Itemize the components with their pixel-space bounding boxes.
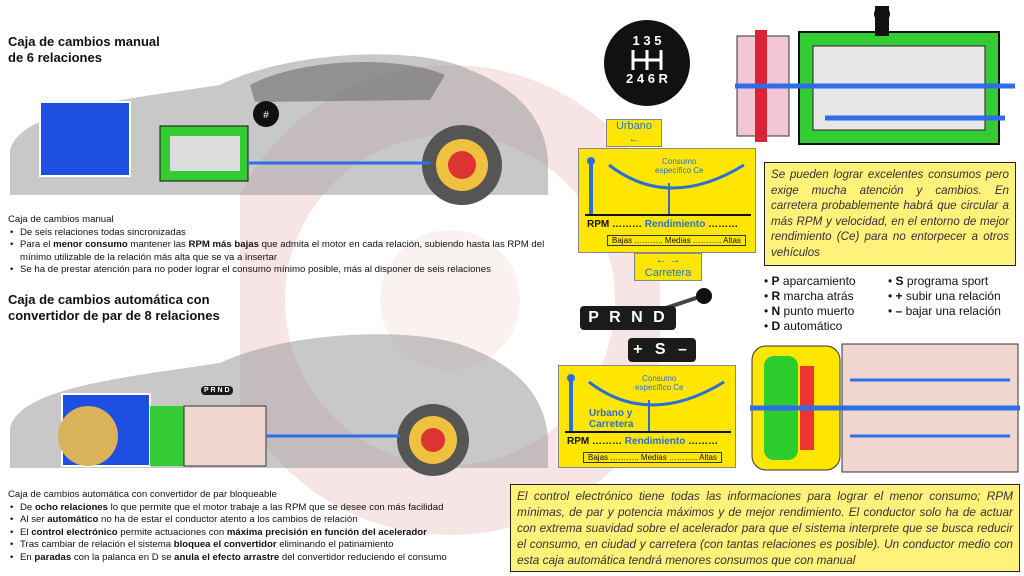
gauge-automatic: Consumo específico Ce Urbano y Carretera…	[558, 365, 736, 468]
legend-item: • D automático	[764, 319, 843, 333]
manual-bullet: De seis relaciones todas sincronizadas	[8, 227, 568, 240]
shift-knob-icon: 1 3 5 2 4 6 R	[604, 20, 690, 106]
carretera-tag: ← → Carretera	[634, 253, 702, 281]
consumption-curve-automatic	[565, 374, 731, 433]
automatic-bullet: Al ser automático no ha de estar el cond…	[8, 514, 518, 527]
automatic-bullet-list: De ocho relaciones lo que permite que el…	[8, 502, 518, 565]
automatic-bullet: En paradas con la palanca en D se anula …	[8, 552, 518, 565]
manual-heading: Caja de cambios manual	[8, 214, 114, 225]
automatic-description: Caja de cambios automática con convertid…	[8, 489, 518, 564]
gear-selector-sport: + S –	[628, 338, 696, 362]
manual-note: Se pueden lograr excelentes consumos per…	[764, 162, 1016, 266]
svg-text:#: #	[263, 110, 269, 121]
small-shift-knob-icon: #	[253, 101, 279, 127]
automatic-gearbox-diagram	[750, 343, 1020, 473]
manual-title: Caja de cambios manual de 6 relaciones	[8, 34, 160, 65]
legend-item: • R marcha atrás	[764, 289, 854, 303]
automatic-car-illustration	[10, 334, 548, 476]
legend-item: • P aparcamiento	[764, 274, 856, 288]
automatic-title: Caja de cambios automática con convertid…	[8, 292, 220, 323]
automatic-note: El control electrónico tiene todas las i…	[510, 484, 1020, 572]
selector-legend-right: • S programa sport• + subir una relación…	[888, 274, 1001, 319]
manual-description: Caja de cambios manual De seis relacione…	[8, 214, 568, 277]
selector-legend-left: • P aparcamiento• R marcha atrás• N punt…	[764, 274, 856, 334]
manual-bullet-list: De seis relaciones todas sincronizadasPa…	[8, 227, 568, 277]
gear-selector-prnd: P R N D	[580, 306, 676, 330]
consumption-curve-manual	[585, 157, 751, 216]
legend-item: • – bajar una relación	[888, 304, 1001, 318]
manual-car-illustration	[10, 54, 548, 205]
automatic-heading: Caja de cambios automática con convertid…	[8, 489, 277, 500]
mini-gear-selector: P R N D	[201, 386, 233, 395]
automatic-bullet: De ocho relaciones lo que permite que el…	[8, 502, 518, 515]
urbano-tag: Urbano ←	[606, 119, 662, 147]
manual-bullet: Para el menor consumo mantener las RPM m…	[8, 239, 568, 264]
legend-item: • S programa sport	[888, 274, 989, 288]
gauge-manual: Consumo específico Ce RPM ……… Rendimient…	[578, 148, 756, 253]
automatic-bullet: Tras cambiar de relación el sistema bloq…	[8, 539, 518, 552]
manual-gearbox-diagram	[735, 6, 1015, 145]
legend-item: • + subir una relación	[888, 289, 1001, 303]
legend-item: • N punto muerto	[764, 304, 855, 318]
manual-bullet: Se ha de prestar atención para no poder …	[8, 264, 568, 277]
automatic-bullet: El control electrónico permite actuacion…	[8, 527, 518, 540]
shift-pattern-icon	[631, 50, 663, 70]
